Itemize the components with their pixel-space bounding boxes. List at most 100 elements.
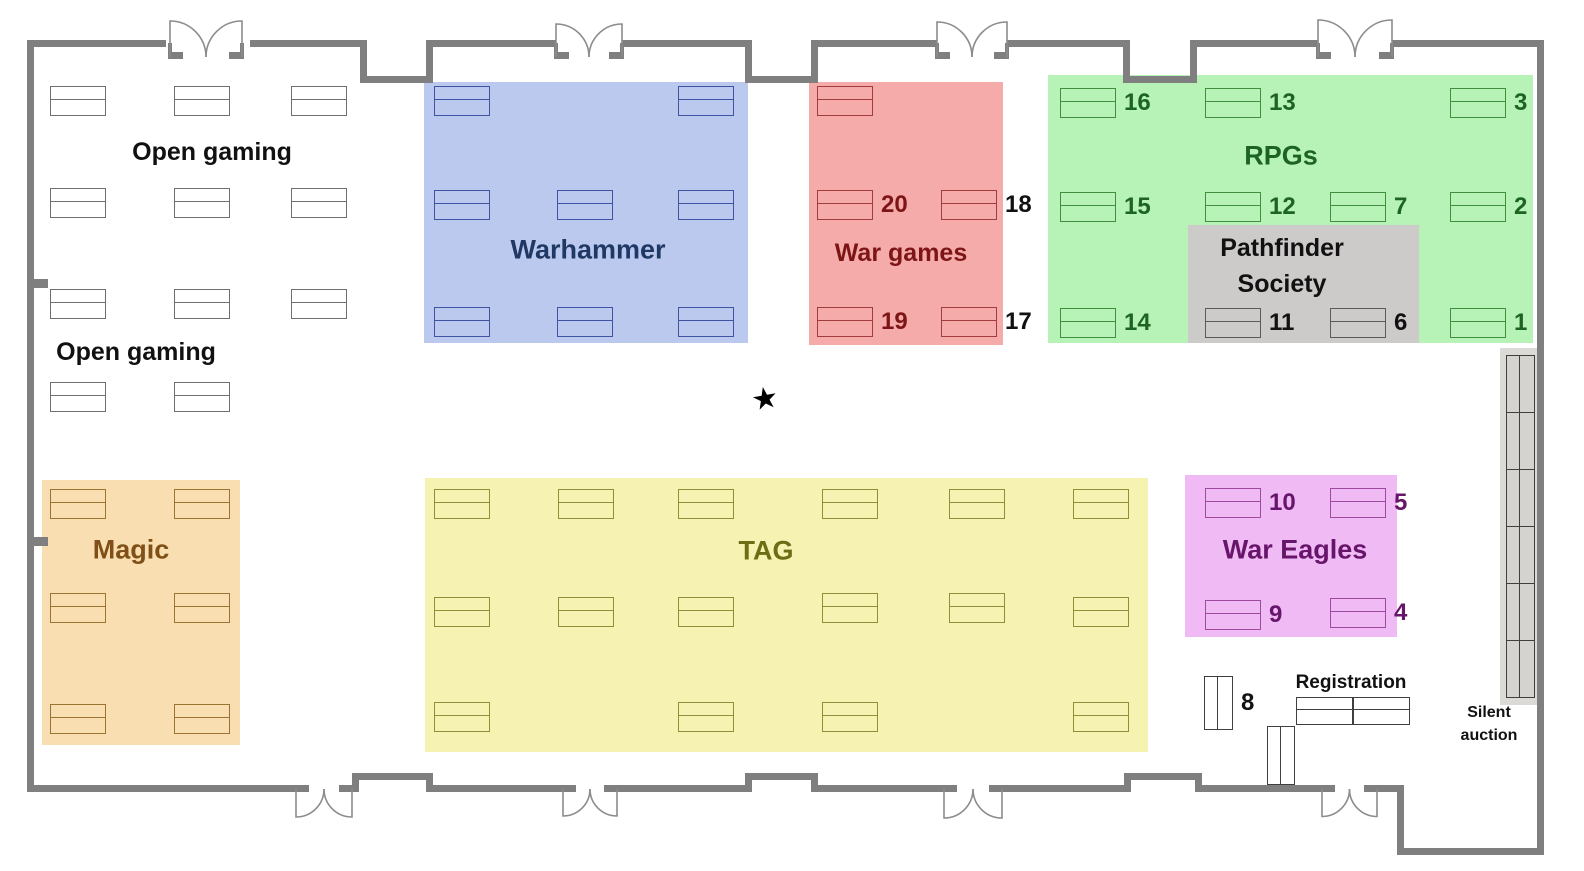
table bbox=[174, 489, 230, 519]
wall-segment bbox=[561, 785, 576, 792]
table-midline bbox=[174, 717, 230, 719]
table-5 bbox=[1330, 488, 1386, 518]
wall-segment bbox=[1364, 785, 1379, 792]
table bbox=[434, 86, 490, 116]
table-number-2: 2 bbox=[1514, 193, 1528, 220]
table-19 bbox=[817, 307, 873, 337]
table bbox=[949, 593, 1005, 623]
door-swing bbox=[1348, 788, 1378, 818]
wall-segment bbox=[229, 52, 244, 59]
table-number-19: 19 bbox=[881, 308, 908, 335]
wall-segment bbox=[1379, 52, 1394, 59]
table bbox=[1506, 583, 1535, 641]
table bbox=[434, 597, 490, 627]
wall-segment bbox=[1392, 40, 1544, 47]
wall-segment bbox=[935, 52, 950, 59]
table-midline bbox=[1519, 526, 1521, 584]
table bbox=[822, 702, 878, 732]
door-swing bbox=[589, 788, 618, 817]
table bbox=[174, 704, 230, 734]
table-midline bbox=[50, 606, 106, 608]
wall-segment bbox=[811, 773, 818, 792]
table bbox=[50, 188, 106, 218]
table bbox=[50, 704, 106, 734]
wall-segment bbox=[1397, 785, 1404, 855]
table-midline bbox=[1519, 640, 1521, 698]
wall-segment bbox=[360, 40, 367, 83]
wall-segment bbox=[1005, 43, 1009, 55]
table-4 bbox=[1330, 598, 1386, 628]
table-midline bbox=[1205, 321, 1261, 323]
table-20 bbox=[817, 190, 873, 220]
table-midline bbox=[1330, 501, 1386, 503]
table bbox=[1353, 697, 1410, 725]
table-number-10: 10 bbox=[1269, 489, 1296, 516]
table-midline bbox=[174, 99, 230, 101]
table-midline bbox=[941, 203, 997, 205]
table-midline bbox=[822, 502, 878, 504]
table-midline bbox=[1353, 709, 1410, 711]
table-midline bbox=[949, 606, 1005, 608]
door-swing bbox=[1354, 19, 1393, 58]
table bbox=[291, 188, 347, 218]
wall-segment bbox=[426, 40, 556, 47]
table-number-7: 7 bbox=[1394, 193, 1408, 220]
wall-segment bbox=[352, 773, 359, 792]
table-midline bbox=[1279, 726, 1281, 785]
table bbox=[1506, 526, 1535, 584]
table-midline bbox=[557, 320, 613, 322]
door-swing bbox=[972, 788, 1003, 819]
wall-segment bbox=[811, 40, 937, 47]
table bbox=[1296, 697, 1353, 725]
table-number-14: 14 bbox=[1124, 309, 1151, 336]
table-3 bbox=[1450, 88, 1506, 118]
table bbox=[822, 593, 878, 623]
table-midline bbox=[434, 203, 490, 205]
wall-segment bbox=[250, 40, 363, 47]
table-midline bbox=[50, 302, 106, 304]
table-midline bbox=[50, 717, 106, 719]
table-7 bbox=[1330, 192, 1386, 222]
zone-pathfinder-society bbox=[1188, 225, 1419, 343]
wall-segment bbox=[1195, 785, 1322, 792]
zone-magic bbox=[42, 480, 240, 745]
table bbox=[434, 702, 490, 732]
door-swing bbox=[1321, 788, 1351, 818]
table-midline bbox=[1060, 205, 1116, 207]
table-number-11: 11 bbox=[1269, 309, 1295, 336]
table-16 bbox=[1060, 88, 1116, 118]
table-midline bbox=[174, 606, 230, 608]
wall-segment bbox=[294, 785, 309, 792]
table-midline bbox=[558, 610, 614, 612]
table-midline bbox=[949, 502, 1005, 504]
table bbox=[174, 188, 230, 218]
table-midline bbox=[1519, 412, 1521, 470]
table-number-9: 9 bbox=[1269, 601, 1283, 628]
wall-segment bbox=[240, 43, 244, 55]
wall-segment bbox=[554, 52, 569, 59]
table-number-20: 20 bbox=[881, 191, 908, 218]
table bbox=[50, 86, 106, 116]
table-midline bbox=[1330, 611, 1386, 613]
table-13 bbox=[1205, 88, 1261, 118]
table bbox=[434, 489, 490, 519]
wall-segment bbox=[1007, 40, 1123, 47]
table-midline bbox=[174, 395, 230, 397]
wall-segment bbox=[745, 76, 818, 83]
table-midline bbox=[1205, 501, 1261, 503]
wall-segment bbox=[1195, 773, 1202, 792]
table-midline bbox=[678, 715, 734, 717]
table-midline bbox=[174, 201, 230, 203]
table bbox=[174, 593, 230, 623]
wall-segment bbox=[426, 785, 563, 792]
table bbox=[174, 86, 230, 116]
table-midline bbox=[822, 606, 878, 608]
table-8 bbox=[1204, 676, 1233, 730]
table bbox=[1506, 640, 1535, 698]
table-midline bbox=[174, 502, 230, 504]
table-9 bbox=[1205, 600, 1261, 630]
label-war-games: War games bbox=[834, 238, 968, 267]
label-war-eagles: War Eagles bbox=[1222, 534, 1368, 565]
wall-segment bbox=[811, 785, 944, 792]
wall-segment bbox=[426, 773, 433, 792]
